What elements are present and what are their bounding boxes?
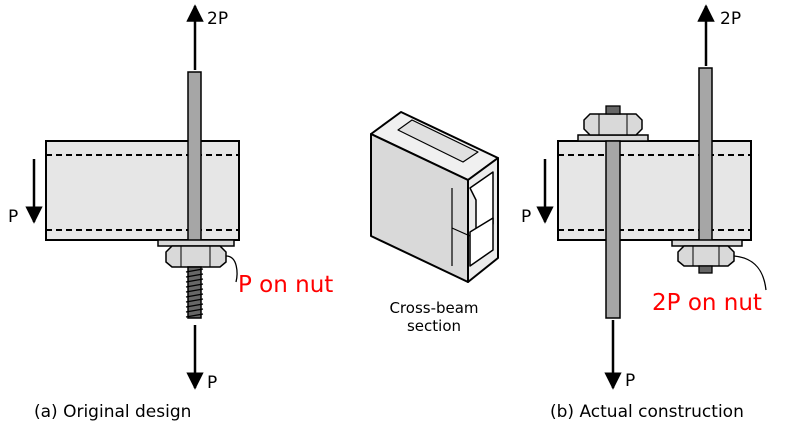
panel-b: 2P P P 2P on nut (b) Actual construction bbox=[521, 4, 767, 422]
panel-a: 2P P P bbox=[8, 4, 333, 422]
cross-beam-a bbox=[45, 140, 240, 241]
nut-top-b bbox=[583, 113, 643, 136]
rod-stub-top-b bbox=[605, 105, 621, 115]
nut-load-label-a: P on nut bbox=[238, 272, 333, 298]
load-bottom-a: P bbox=[207, 373, 217, 393]
nut-bottom-b bbox=[677, 245, 735, 267]
load-top-a: 2P bbox=[207, 9, 228, 29]
leader-b bbox=[733, 255, 767, 291]
load-bottom-b: P bbox=[625, 371, 635, 391]
section-label-line1: Cross-beam bbox=[389, 299, 478, 317]
section-label-line2: section bbox=[407, 317, 461, 335]
cross-beam-section bbox=[370, 111, 499, 283]
washer-bottom-b bbox=[671, 239, 743, 247]
caption-b: (b) Actual construction bbox=[550, 402, 744, 422]
leader-a bbox=[225, 255, 238, 283]
rod-stub-bottom-b bbox=[698, 265, 713, 274]
lower-rod-b bbox=[605, 140, 621, 319]
caption-a: (a) Original design bbox=[34, 402, 191, 422]
threads-a bbox=[185, 268, 204, 318]
hanger-rod-a bbox=[187, 71, 202, 251]
washer-a bbox=[157, 239, 235, 247]
nut-load-label-b: 2P on nut bbox=[652, 290, 762, 316]
load-side-b: P bbox=[521, 207, 531, 227]
cross-beam-b bbox=[557, 140, 752, 241]
load-top-b: 2P bbox=[720, 9, 741, 29]
upper-rod-b bbox=[698, 67, 713, 251]
load-side-a: P bbox=[8, 207, 18, 227]
washer-top-b bbox=[577, 134, 649, 142]
nut-a bbox=[165, 245, 227, 268]
